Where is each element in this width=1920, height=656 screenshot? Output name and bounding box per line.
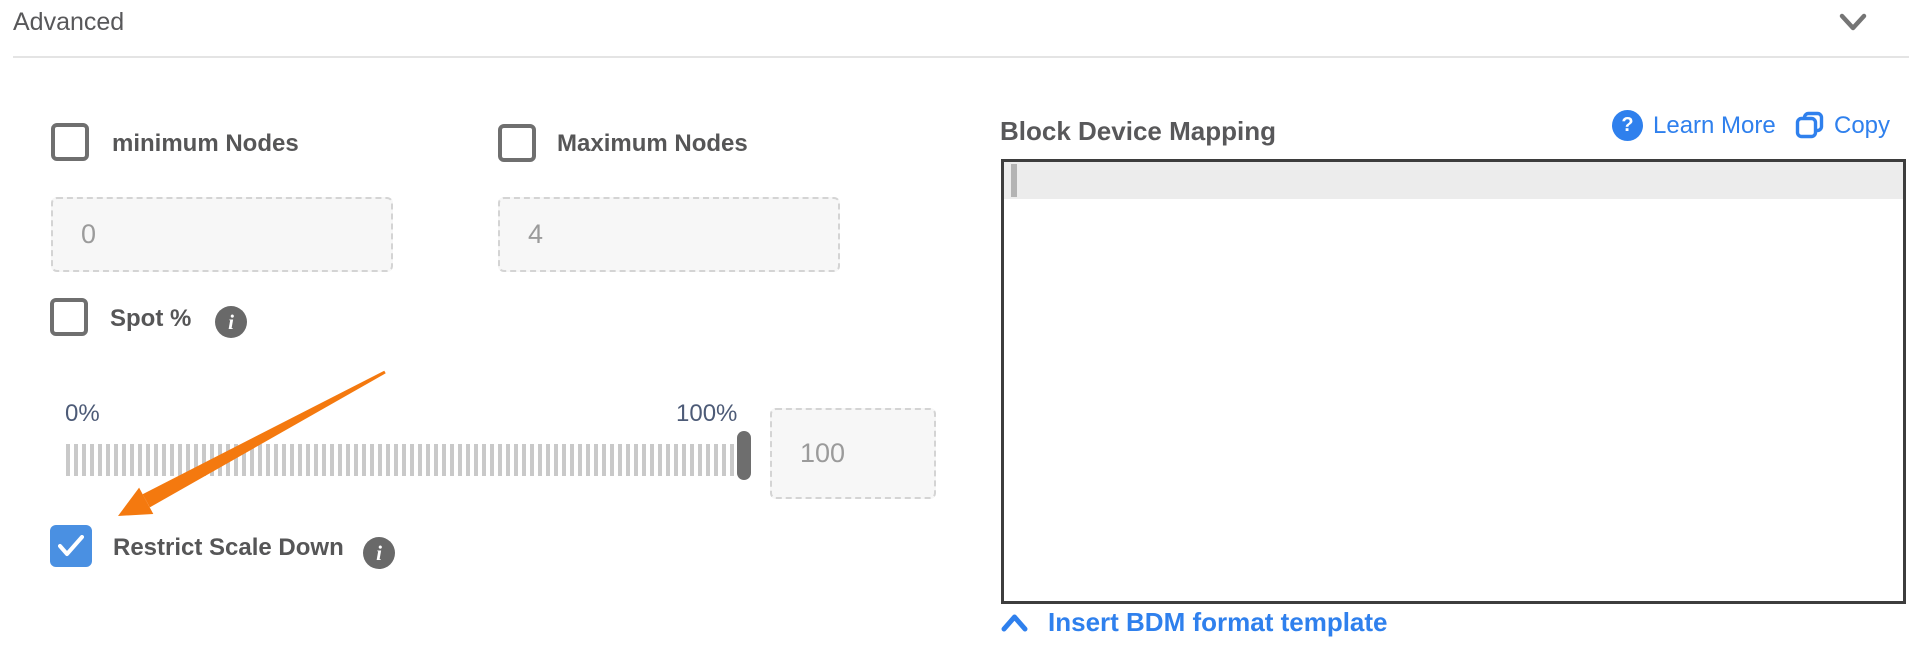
info-glyph: i	[228, 309, 234, 334]
section-divider	[13, 56, 1909, 58]
slider-min-label: 0%	[65, 400, 100, 427]
insert-template-label: Insert BDM format template	[1048, 607, 1388, 637]
info-icon[interactable]: i	[363, 537, 395, 569]
spot-slider-handle[interactable]	[737, 431, 751, 480]
editor-cursor	[1011, 164, 1017, 197]
chevron-up-icon	[1001, 614, 1028, 631]
bdm-title: Block Device Mapping	[1000, 116, 1276, 146]
copy-icon	[1795, 111, 1824, 139]
minimum-nodes-input[interactable]	[51, 197, 393, 272]
chevron-down-icon[interactable]	[1839, 11, 1867, 34]
spot-slider-track[interactable]	[66, 444, 753, 476]
minimum-nodes-checkbox[interactable]	[51, 123, 89, 161]
info-glyph: i	[376, 540, 382, 565]
restrict-scale-down-label: Restrict Scale Down	[113, 534, 344, 561]
editor-active-line	[1004, 162, 1903, 199]
maximum-nodes-label: Maximum Nodes	[557, 130, 748, 157]
spot-percent-label: Spot %	[110, 305, 192, 332]
learn-more-label: Learn More	[1653, 111, 1776, 139]
section-title: Advanced	[13, 8, 125, 36]
learn-more-link[interactable]: ? Learn More	[1612, 110, 1776, 141]
restrict-scale-down-checkbox[interactable]	[50, 525, 92, 567]
checkmark-icon	[58, 535, 84, 556]
insert-bdm-template-link[interactable]: Insert BDM format template	[1001, 607, 1388, 638]
info-icon[interactable]: i	[215, 306, 247, 338]
maximum-nodes-checkbox[interactable]	[498, 124, 536, 162]
bdm-editor[interactable]	[1001, 159, 1906, 604]
minimum-nodes-label: minimum Nodes	[112, 130, 299, 157]
question-circle-icon: ?	[1612, 110, 1643, 141]
copy-label: Copy	[1834, 111, 1891, 139]
copy-button[interactable]: Copy	[1795, 111, 1890, 140]
spot-percent-checkbox[interactable]	[50, 298, 88, 336]
spot-percent-value-input[interactable]	[770, 408, 936, 499]
maximum-nodes-input[interactable]	[498, 197, 840, 272]
slider-max-label: 100%	[676, 400, 738, 427]
